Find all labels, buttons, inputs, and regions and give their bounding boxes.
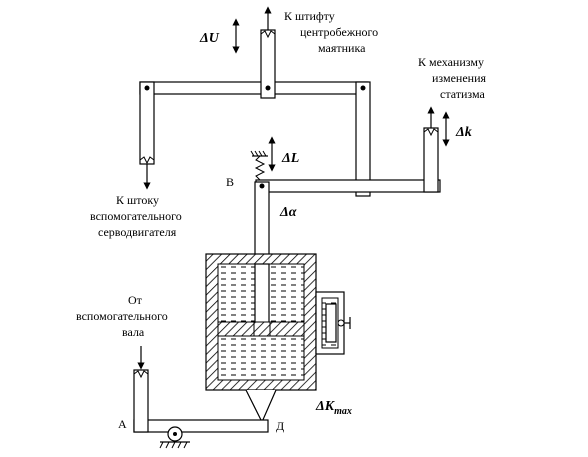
bottom-lever (133, 419, 269, 449)
label-pendulum-1: К штифту (284, 9, 335, 23)
point-d: Д (276, 419, 284, 433)
label-aux-shaft-2: вспомогательного (76, 309, 168, 323)
label-statism-2: изменения (432, 71, 487, 85)
statism-rod (423, 106, 439, 193)
point-b: В (226, 175, 234, 189)
symbol-delta-k: Δk (455, 125, 472, 140)
upper-lever (139, 81, 369, 95)
auxiliary-shaft-rod (133, 346, 149, 433)
label-servo-3: серводвигателя (98, 225, 177, 239)
spring-b (250, 150, 268, 181)
damper-cylinder (205, 253, 351, 391)
statism-lever (255, 179, 441, 193)
label-servo-1: К штоку (116, 193, 159, 207)
label-pendulum-2: центробежного (300, 25, 378, 39)
label-servo-2: вспомогательного (90, 209, 182, 223)
pendulum-pin-rod (260, 6, 276, 99)
symbol-delta-alpha: Δα (279, 205, 297, 220)
label-statism-3: статизма (440, 87, 485, 101)
right-vertical-link (355, 81, 371, 197)
label-aux-shaft-3: вала (122, 325, 145, 339)
label-aux-shaft-1: От (128, 293, 143, 307)
label-pendulum-3: маятника (318, 41, 366, 55)
symbol-delta-kmax: ΔKmax (315, 399, 352, 417)
symbol-delta-u: ΔU (199, 31, 220, 46)
symbol-delta-l: ΔL (281, 151, 299, 166)
point-a: А (118, 417, 127, 431)
left-servo-rod (139, 81, 155, 190)
label-statism-1: К механизму (418, 55, 484, 69)
symbol-delta-kmax-sub: max (334, 406, 352, 417)
symbol-delta-kmax-main: ΔK (315, 399, 336, 414)
